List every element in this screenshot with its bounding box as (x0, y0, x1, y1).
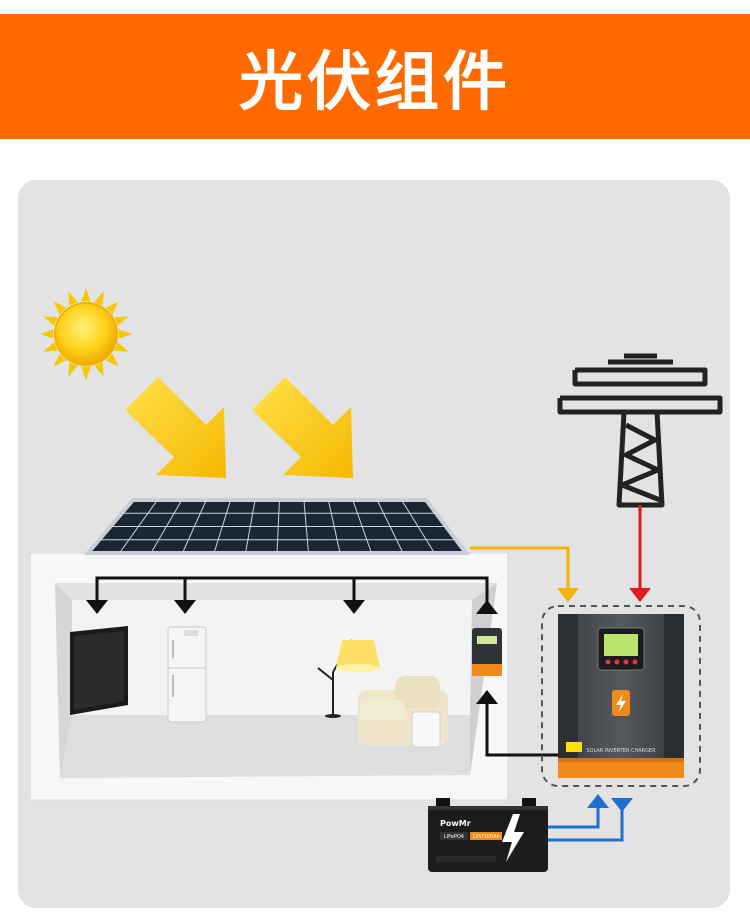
sun-ray (94, 362, 104, 377)
inverter-label: SOLAR INVERTER CHARGER (586, 748, 656, 754)
title-banner: 光伏组件 (0, 14, 750, 139)
battery-spec: 12V/100Ah (472, 834, 500, 840)
pv-input-line (470, 546, 570, 590)
tv-icon (70, 626, 128, 715)
load-wiring (95, 576, 560, 757)
sun-icon (40, 288, 132, 380)
sunlight-arrow-icon (125, 377, 226, 478)
sofa-icon (358, 676, 448, 748)
charge-controller-icon (472, 628, 502, 676)
sun-ray (94, 291, 104, 306)
sunlight-arrow-icon (252, 377, 353, 478)
floor-lamp-icon (317, 639, 380, 718)
fridge-icon (167, 626, 207, 723)
sun-ray (40, 329, 54, 339)
battery-icon: PowMr LiFePO4 12V/100Ah (428, 798, 548, 872)
sun-ray (105, 353, 119, 367)
sun-ray (43, 316, 58, 326)
power-pylon-icon (557, 353, 723, 508)
sun-ray (53, 301, 67, 315)
sun-ray (118, 329, 132, 339)
sun-ray (43, 342, 58, 352)
battery-arrow-icons (587, 794, 633, 812)
inverter-highlight-box (541, 605, 701, 787)
battery-wiring (545, 803, 624, 842)
load-arrow-icons (86, 600, 498, 704)
grid-arrow-icon (629, 588, 651, 602)
sun-ray (81, 288, 91, 302)
sun-ray (114, 342, 129, 352)
solar-panel (83, 498, 471, 555)
sun-ray (105, 301, 119, 315)
sun-ray (68, 291, 78, 306)
battery-chemistry: LiFePO4 (444, 834, 464, 840)
pv-arrow-icon (557, 588, 579, 602)
inverter-charger: SOLAR INVERTER CHARGER (558, 614, 684, 778)
sun-ray (114, 316, 129, 326)
sun-ray (53, 353, 67, 367)
sun-ray (81, 366, 91, 380)
page-title: 光伏组件 (239, 45, 511, 120)
sun-ray (68, 362, 78, 377)
battery-brand: PowMr (440, 819, 471, 828)
